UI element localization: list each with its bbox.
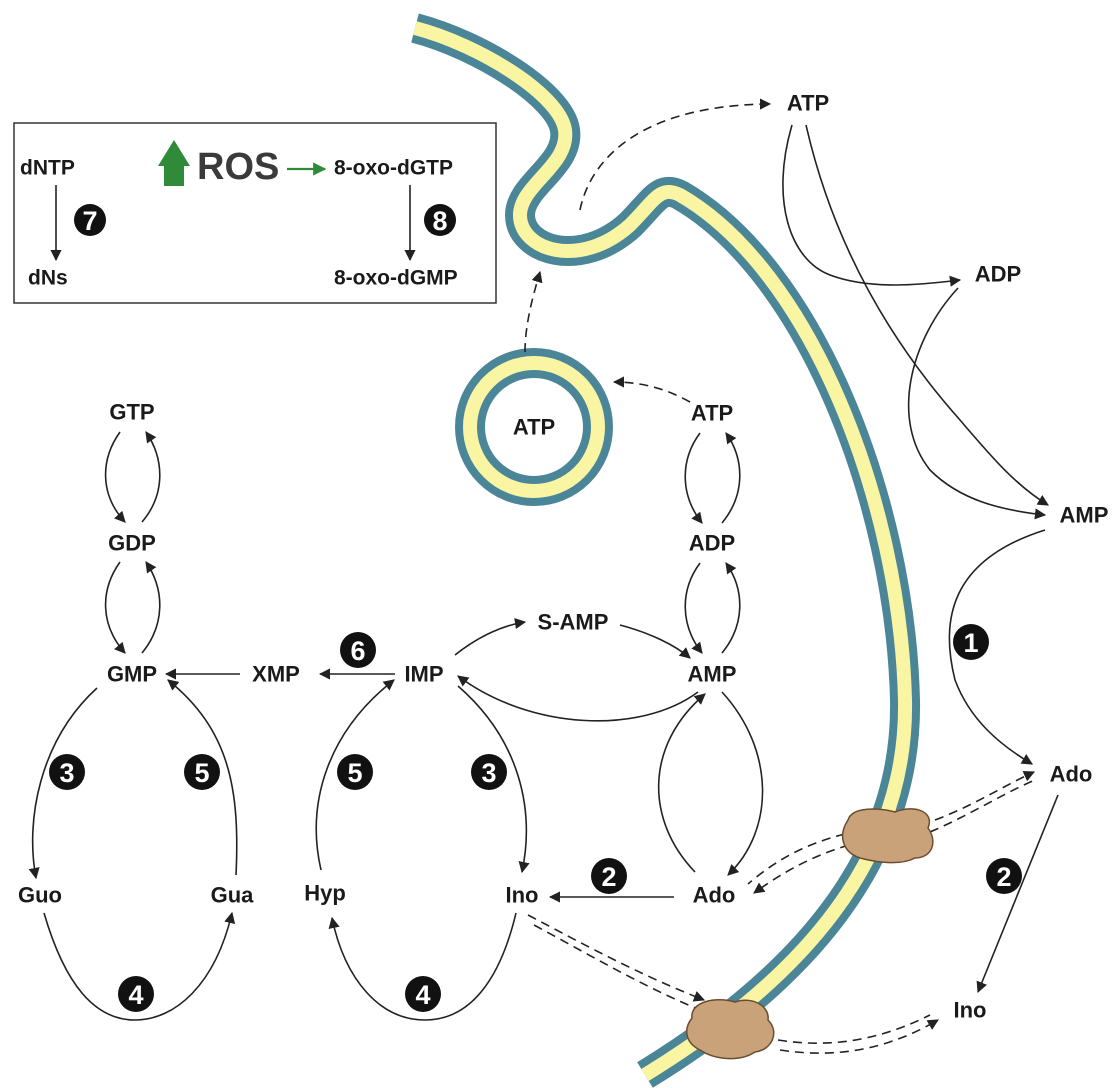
dashed-arrows	[524, 98, 1036, 1054]
step2-inner-number: 2	[601, 862, 616, 892]
extracellular-metabolites: ATP ADP AMP Ado Ino	[787, 91, 1109, 1023]
extracellular-arrows	[782, 124, 1059, 994]
amp-label: AMP	[688, 662, 737, 687]
imp-label: IMP	[404, 662, 443, 687]
step7-badge	[74, 204, 106, 236]
step3-right-number: 3	[481, 758, 496, 788]
intracellular-metabolites: GTP GDP GMP XMP IMP S-AMP AMP ADP ATP Gu…	[18, 400, 736, 908]
up-arrow-icon	[158, 140, 190, 186]
step3-left-number: 3	[59, 758, 74, 788]
ext-ino-label: Ino	[954, 998, 987, 1023]
adp-label: ADP	[689, 531, 735, 556]
xmp-label: XMP	[252, 662, 300, 687]
atp-label: ATP	[691, 401, 733, 426]
step6-number: 6	[350, 636, 365, 666]
step7-number: 7	[82, 206, 97, 236]
ext-ado-label: Ado	[1050, 762, 1093, 787]
transporter-upper	[841, 808, 934, 864]
s-amp-label: S-AMP	[538, 610, 609, 635]
ino-label: Ino	[506, 883, 539, 908]
dns-label: dNs	[28, 267, 68, 290]
ext-adp-label: ADP	[975, 262, 1021, 287]
transporters	[686, 808, 934, 1060]
ext-atp-label: ATP	[787, 91, 829, 116]
step8-number: 8	[432, 206, 447, 236]
step5-left-number: 5	[194, 758, 209, 788]
hyp-label: Hyp	[304, 881, 346, 906]
transporter-lower	[686, 998, 775, 1060]
step8-badge	[424, 204, 456, 236]
intracellular-arrows	[28, 431, 764, 1021]
gmp-label: GMP	[107, 662, 157, 687]
gua-label: Gua	[211, 883, 255, 908]
guo-label: Guo	[18, 883, 62, 908]
oxo-dgmp-label: 8-oxo-dGMP	[334, 267, 458, 290]
ado-label: Ado	[693, 883, 736, 908]
dntp-label: dNTP	[20, 157, 75, 180]
step4-left-number: 4	[128, 980, 143, 1010]
gtp-label: GTP	[109, 400, 154, 425]
ext-amp-label: AMP	[1060, 503, 1109, 528]
step2-outer-number: 2	[996, 862, 1011, 892]
step-badges: 1 2 2 3 3 4 4 5 5 6	[49, 624, 1022, 1012]
step5-right-number: 5	[347, 758, 362, 788]
atp-vesicle: ATP	[455, 348, 613, 506]
ros-label: ROS	[197, 146, 279, 188]
step1-number: 1	[963, 628, 978, 658]
inset-box: dNTP dNs 7 ROS 8-oxo-dGTP 8 8-oxo-dGMP	[13, 122, 497, 304]
step4-right-number: 4	[415, 980, 430, 1010]
gdp-label: GDP	[108, 531, 156, 556]
oxo-dgtp-label: 8-oxo-dGTP	[334, 157, 453, 180]
vesicle-atp-label: ATP	[513, 415, 555, 440]
